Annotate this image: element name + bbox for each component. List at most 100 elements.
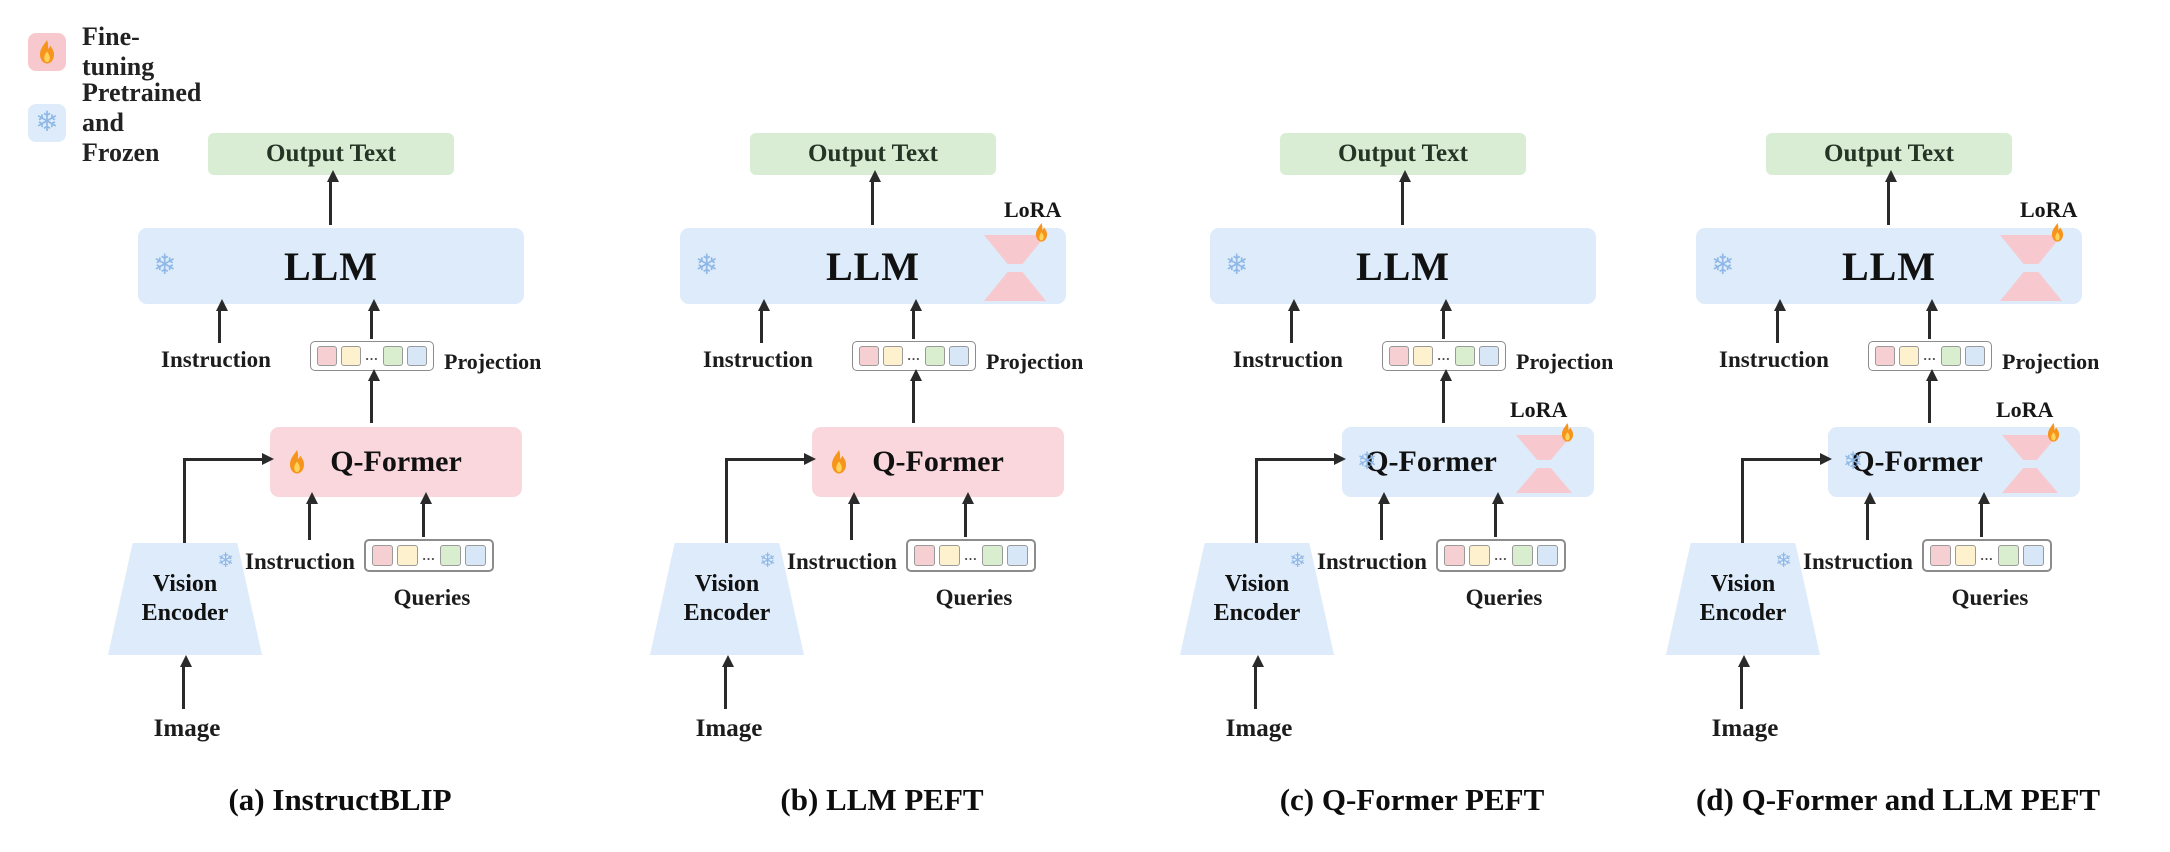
lora-up-proj: [1516, 468, 1572, 493]
arrow-image-to-vision: [1252, 655, 1264, 709]
instruction-label-bottom: Instruction: [1803, 549, 1913, 574]
vision-encoder-label: Vision Encoder: [141, 571, 229, 626]
token-blue: [1007, 545, 1028, 566]
queries-label: Queries: [935, 585, 1013, 610]
panel-qformer-llm-peft: Output Text ❄ LLM LoRA Instruction … Pro…: [1628, 85, 2168, 852]
token-yellow: [397, 545, 418, 566]
arrow-image-to-vision: [722, 655, 734, 709]
token-yellow: [1955, 545, 1976, 566]
arrow-queries-to-qformer: [962, 492, 974, 537]
token-pink: [1875, 346, 1895, 366]
arrow-llm-to-output: [1885, 170, 1897, 225]
llm-box: ❄ LLM: [1210, 228, 1596, 304]
instruction-label-top: Instruction: [1719, 347, 1829, 372]
token-green: [982, 545, 1003, 566]
token-yellow: [1899, 346, 1919, 366]
arrow-instruction-to-llm: [1774, 299, 1786, 343]
fire-icon: [2048, 222, 2067, 243]
queries-label: Queries: [393, 585, 471, 610]
token-dots: …: [422, 547, 436, 563]
panel-qformer-peft: Output Text ❄ LLM Instruction … Projecti…: [1142, 85, 1682, 852]
token-blue: [1537, 545, 1558, 566]
vision-encoder-label: Vision Encoder: [1213, 571, 1301, 626]
arrow-instruction-to-qformer: [1864, 492, 1876, 540]
token-green: [1941, 346, 1961, 366]
lora-adapter-qformer: [2002, 435, 2058, 493]
image-label: Image: [1711, 715, 1779, 742]
output-text-label: Output Text: [1824, 140, 1954, 167]
lora-label-qformer: LoRA: [1996, 397, 2054, 422]
output-text-box: Output Text: [1766, 133, 2012, 175]
token-pink: [1444, 545, 1465, 566]
lora-adapter-qformer: [1516, 435, 1572, 493]
legend-frozen: ❄ Pretrained and Frozen: [28, 78, 201, 168]
token-pink: [317, 346, 337, 366]
arrow-llm-to-output: [869, 170, 881, 225]
output-text-box: Output Text: [208, 133, 454, 175]
fire-icon: [1032, 222, 1051, 243]
projection-tokens: …: [310, 341, 434, 371]
token-green: [383, 346, 403, 366]
token-blue: [1479, 346, 1499, 366]
queries-tokens: …: [906, 539, 1036, 572]
panel-caption: (d) Q-Former and LLM PEFT: [1695, 782, 2101, 817]
arrow-vision-to-qformer: [725, 453, 816, 544]
arrow-instruction-to-llm: [216, 299, 228, 343]
arrow-qformer-to-projection: [368, 369, 380, 423]
projection-label: Projection: [1516, 349, 1614, 374]
fire-icon: [2044, 422, 2063, 443]
token-green: [440, 545, 461, 566]
llm-box: ❄ LLM: [138, 228, 524, 304]
snowflake-icon: ❄: [695, 250, 719, 281]
vision-encoder-box: ❄ Vision Encoder: [650, 543, 804, 655]
arrow-instruction-to-llm: [1288, 299, 1300, 343]
arrow-image-to-vision: [1738, 655, 1750, 709]
arrow-image-to-vision: [180, 655, 192, 709]
snowflake-icon: ❄: [1357, 449, 1378, 475]
snowflake-icon: ❄: [1775, 550, 1792, 572]
token-pink: [1389, 346, 1409, 366]
snowflake-icon: ❄: [217, 550, 234, 572]
vision-encoder-box: ❄ Vision Encoder: [1180, 543, 1334, 655]
token-dots: …: [907, 348, 921, 363]
lora-label-llm: LoRA: [1004, 197, 1062, 222]
image-label: Image: [1225, 715, 1293, 742]
projection-tokens: …: [852, 341, 976, 371]
qformer-label: Q-Former: [1851, 445, 1983, 478]
instruction-label-top: Instruction: [703, 347, 813, 372]
token-blue: [407, 346, 427, 366]
token-yellow: [341, 346, 361, 366]
token-dots: …: [365, 348, 379, 363]
image-label: Image: [695, 715, 763, 742]
arrow-projection-to-llm: [1926, 299, 1938, 339]
arrow-instruction-to-qformer: [1378, 492, 1390, 540]
token-yellow: [1413, 346, 1433, 366]
queries-label: Queries: [1465, 585, 1543, 610]
queries-tokens: …: [1436, 539, 1566, 572]
output-text-label: Output Text: [266, 140, 396, 167]
arrow-queries-to-qformer: [420, 492, 432, 537]
output-text-label: Output Text: [808, 140, 938, 167]
legend-frozen-label: Pretrained and Frozen: [82, 78, 202, 167]
token-green: [925, 346, 945, 366]
projection-label: Projection: [2002, 349, 2100, 374]
token-pink: [914, 545, 935, 566]
lora-adapter-llm: [2000, 235, 2062, 301]
image-label: Image: [153, 715, 221, 742]
instruction-label-bottom: Instruction: [1317, 549, 1427, 574]
arrow-projection-to-llm: [1440, 299, 1452, 339]
qformer-label: Q-Former: [872, 445, 1004, 478]
fire-icon: [827, 449, 851, 475]
qformer-box: Q-Former: [812, 427, 1064, 497]
output-text-box: Output Text: [1280, 133, 1526, 175]
token-dots: …: [964, 547, 978, 563]
arrow-llm-to-output: [1399, 170, 1411, 225]
token-blue: [2023, 545, 2044, 566]
token-green: [1512, 545, 1533, 566]
arrow-vision-to-qformer: [183, 453, 274, 544]
token-dots: …: [1437, 348, 1451, 363]
panel-llm-peft: Output Text ❄ LLM LoRA Instruction … Pro…: [612, 85, 1152, 852]
fire-icon: [28, 33, 66, 71]
lora-label-qformer: LoRA: [1510, 397, 1568, 422]
